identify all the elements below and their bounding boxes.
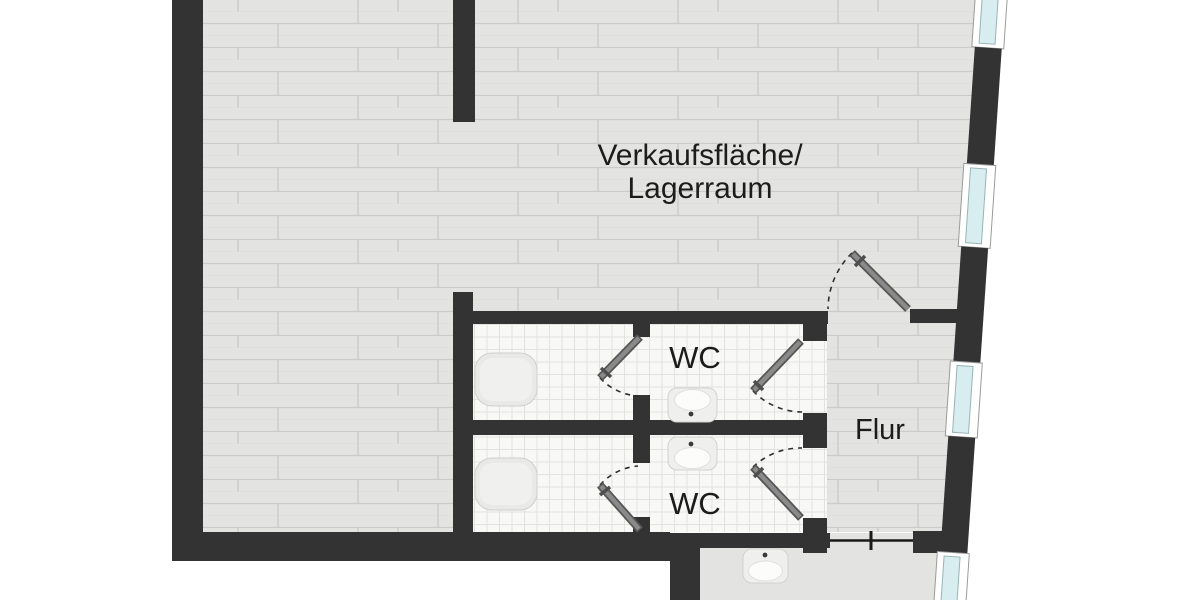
- door-wc-lower-partition: [597, 465, 643, 533]
- corridor-left-wall-upper: [803, 311, 827, 341]
- door-wc-upper-to-corridor: [750, 338, 804, 413]
- wc-top-wall: [473, 311, 828, 324]
- right-wall-segment-2: [953, 246, 989, 363]
- door-main-to-corridor: [827, 250, 911, 312]
- door-wc-lower-to-corridor: [750, 447, 804, 521]
- door-handle: [599, 366, 613, 379]
- right-slanted-wall: [933, 0, 1008, 600]
- corridor-top-wall: [910, 309, 957, 323]
- toilet-upper: [667, 387, 718, 423]
- door-handle: [752, 466, 765, 479]
- corridor-left-wall-lower: [803, 518, 827, 553]
- door-handle: [853, 254, 867, 268]
- door-handle: [598, 485, 612, 497]
- right-wall-segment-3: [940, 435, 976, 554]
- left-outer-wall: [172, 0, 203, 561]
- washbasin-lower: [474, 457, 538, 511]
- wc-divider-wall: [473, 420, 827, 435]
- door-handle: [752, 379, 765, 392]
- wc-lower-partition-top: [633, 435, 650, 463]
- interior-left-wall: [453, 292, 473, 532]
- right-wall-segment-1: [966, 46, 1002, 166]
- door-wc-upper-partition: [597, 334, 643, 397]
- wc-bottom-wall: [700, 533, 830, 548]
- toilet-back-room: [742, 548, 789, 584]
- top-wall-stub: [453, 0, 475, 122]
- back-room-left-wall: [670, 533, 700, 600]
- window-3: [944, 360, 983, 439]
- window-1: [971, 0, 1008, 50]
- bottom-outer-wall: [172, 532, 670, 561]
- window-4: [933, 550, 970, 600]
- window-2: [957, 162, 997, 249]
- toilet-lower: [667, 436, 718, 471]
- wc-upper-partition-top: [633, 324, 650, 337]
- washbasin-upper: [474, 352, 538, 407]
- wc-upper-partition-bottom: [633, 395, 650, 420]
